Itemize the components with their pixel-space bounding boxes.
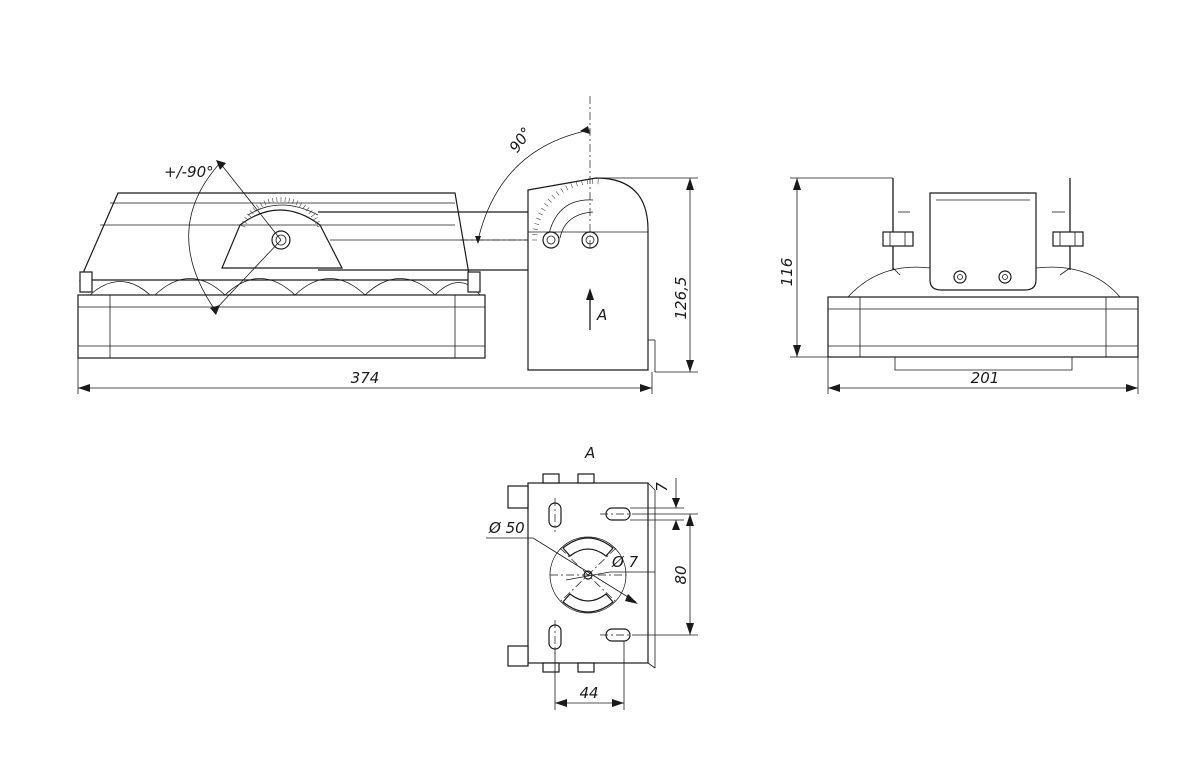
- protractor-tick: [313, 217, 318, 221]
- view-arrow-label: A: [596, 306, 607, 324]
- protractor-tick: [302, 204, 306, 210]
- hole-spacing-vertical-dim: 80: [672, 565, 690, 584]
- protractor-tick: [547, 198, 552, 203]
- protractor-tick: [308, 210, 313, 215]
- protractor-tick: [244, 217, 249, 221]
- hole-spacing-horizontal-dim: 44: [579, 684, 598, 702]
- protractor-tick: [540, 207, 546, 211]
- protractor-tick: [299, 202, 303, 207]
- protractor-tick: [256, 204, 260, 210]
- protractor-tick: [284, 197, 286, 203]
- protractor-tick: [555, 191, 560, 196]
- protractor-tick: [240, 225, 246, 228]
- protractor-tick: [581, 180, 583, 186]
- protractor-tick: [242, 220, 247, 224]
- protractor-tick: [538, 212, 543, 216]
- protractor-tick: [575, 181, 578, 187]
- view-a-title: A: [584, 444, 595, 462]
- front-view: 116 201: [778, 177, 1139, 394]
- side-height-dim: 126,5: [672, 277, 690, 320]
- view-a: A Ø 50: [486, 444, 698, 710]
- protractor-tick: [560, 188, 564, 193]
- protractor-tick: [305, 207, 310, 212]
- protractor-tick: [532, 228, 539, 231]
- protractor-tick: [310, 213, 316, 218]
- bracket-angle-label: 90°: [506, 124, 536, 156]
- protractor-tick: [570, 183, 573, 188]
- protractor-tick: [252, 207, 257, 212]
- tilt-angle-label: +/-90°: [164, 163, 214, 181]
- protractor-tick: [565, 185, 569, 191]
- center-hole-diameter: Ø 7: [611, 553, 639, 571]
- protractor-tick: [295, 200, 299, 206]
- side-view: A 90° +/-90° 126,5 374: [77, 96, 698, 394]
- protractor-tick: [259, 202, 263, 207]
- protractor-tick: [534, 223, 540, 226]
- protractor-tick: [315, 220, 320, 224]
- protractor-tick: [246, 213, 252, 218]
- protractor-tick: [535, 217, 541, 221]
- front-height-dim: 116: [778, 258, 796, 287]
- protractor-tick: [276, 197, 278, 203]
- protractor-tick: [267, 198, 270, 204]
- overall-length-dim: 374: [351, 369, 380, 387]
- protractor-tick: [288, 197, 290, 203]
- protractor-tick: [551, 194, 556, 199]
- protractor-tick: [292, 198, 295, 204]
- protractor-tick: [263, 200, 267, 206]
- slot-width-dim: 7: [653, 482, 671, 492]
- center-circle-diameter: Ø 50: [488, 519, 525, 537]
- front-width-dim: 201: [971, 369, 1000, 387]
- protractor-tick: [272, 197, 274, 203]
- protractor-tick: [316, 225, 322, 228]
- protractor-tick: [249, 210, 254, 215]
- protractor-tick: [544, 203, 549, 207]
